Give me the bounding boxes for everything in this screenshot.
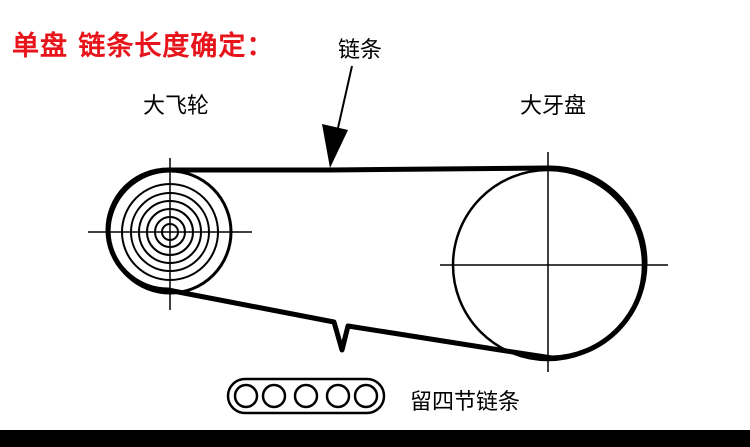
- chainring-label: 大牙盘: [520, 94, 587, 119]
- chain-pointer-arrow: [322, 65, 353, 168]
- chain-label: 链条: [338, 38, 383, 63]
- chain-diagram: [88, 65, 668, 415]
- chainring-crosshair: [440, 152, 668, 372]
- flywheel-label: 大飞轮: [143, 94, 210, 119]
- bottom-bar: [0, 430, 750, 447]
- chain-links-icon: [226, 377, 386, 415]
- flywheel-crosshair: [88, 158, 252, 310]
- diagram-title: 单盘 链条长度确定：: [12, 31, 275, 62]
- chain-outline: [105, 165, 648, 361]
- leave-links-label: 留四节链条: [410, 390, 521, 415]
